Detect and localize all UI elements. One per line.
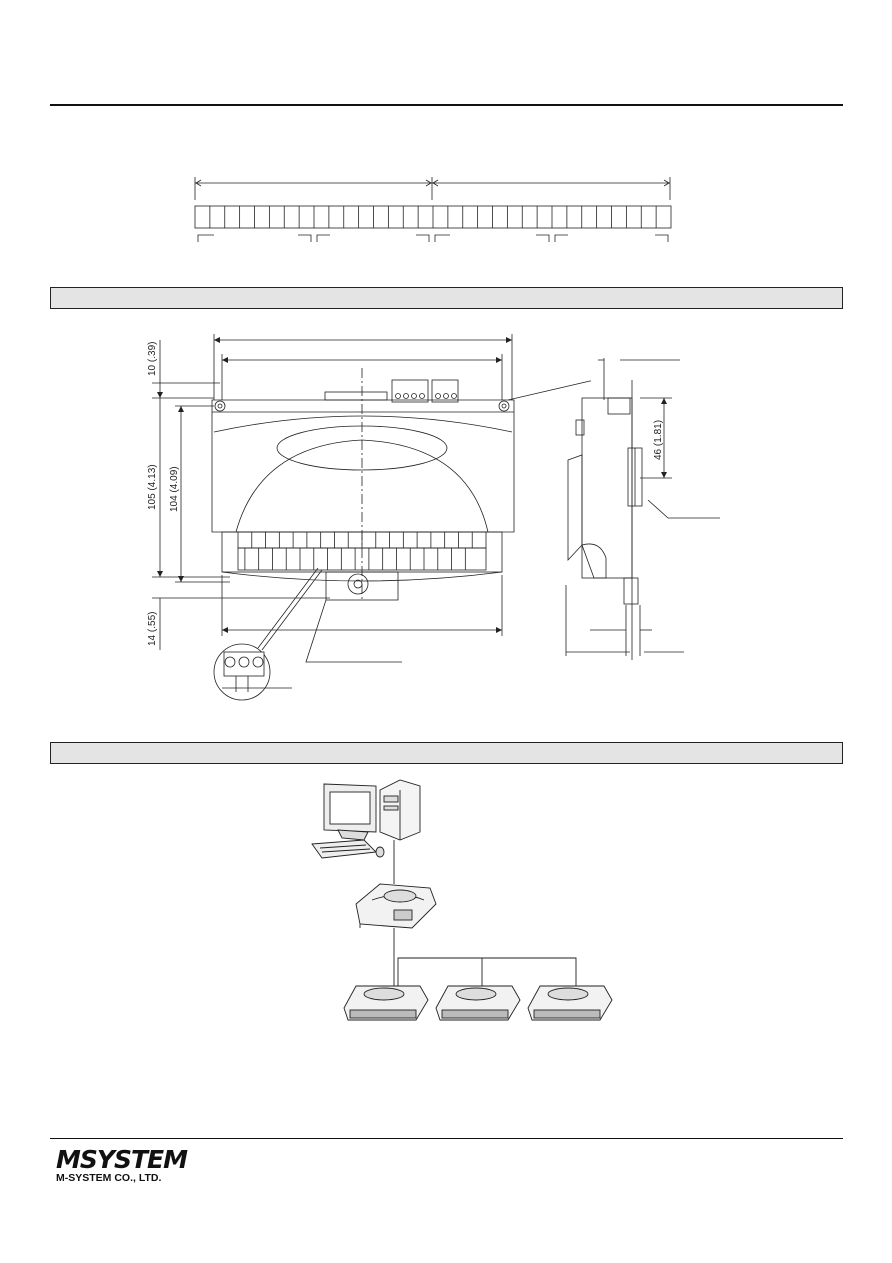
keyboard-icon xyxy=(311,839,385,859)
footer-rule xyxy=(50,1138,843,1139)
io-module-icon xyxy=(343,985,429,1021)
dim-label-bottom-offset: 14 (.55) xyxy=(147,612,158,646)
dimensions-drawing: 10 (.39) 105 (4.13) 104 (4.09) 14 (.55) … xyxy=(147,334,720,701)
terminal-strip-diagram xyxy=(194,177,672,242)
dim-label-height-overall: 105 (4.13) xyxy=(147,464,158,510)
dim-label-side-height: 46 (1.81) xyxy=(653,420,664,460)
msystem-logo: MSYSTEM xyxy=(56,1145,188,1174)
company-name: M-SYSTEM CO., LTD. xyxy=(56,1172,162,1184)
header-rule xyxy=(50,104,843,106)
pc-tower-icon xyxy=(379,779,421,841)
section-bar-dimensions xyxy=(50,287,843,309)
monitor-icon xyxy=(323,783,377,841)
io-module-icon xyxy=(435,985,521,1021)
io-module-icon xyxy=(527,985,613,1021)
section-bar-system-configuration xyxy=(50,742,843,764)
dim-label-height-body: 104 (4.09) xyxy=(169,466,180,512)
system-configuration-diagram xyxy=(311,779,613,1021)
network-gateway-icon xyxy=(355,883,437,929)
dim-label-top-offset: 10 (.39) xyxy=(147,342,158,376)
